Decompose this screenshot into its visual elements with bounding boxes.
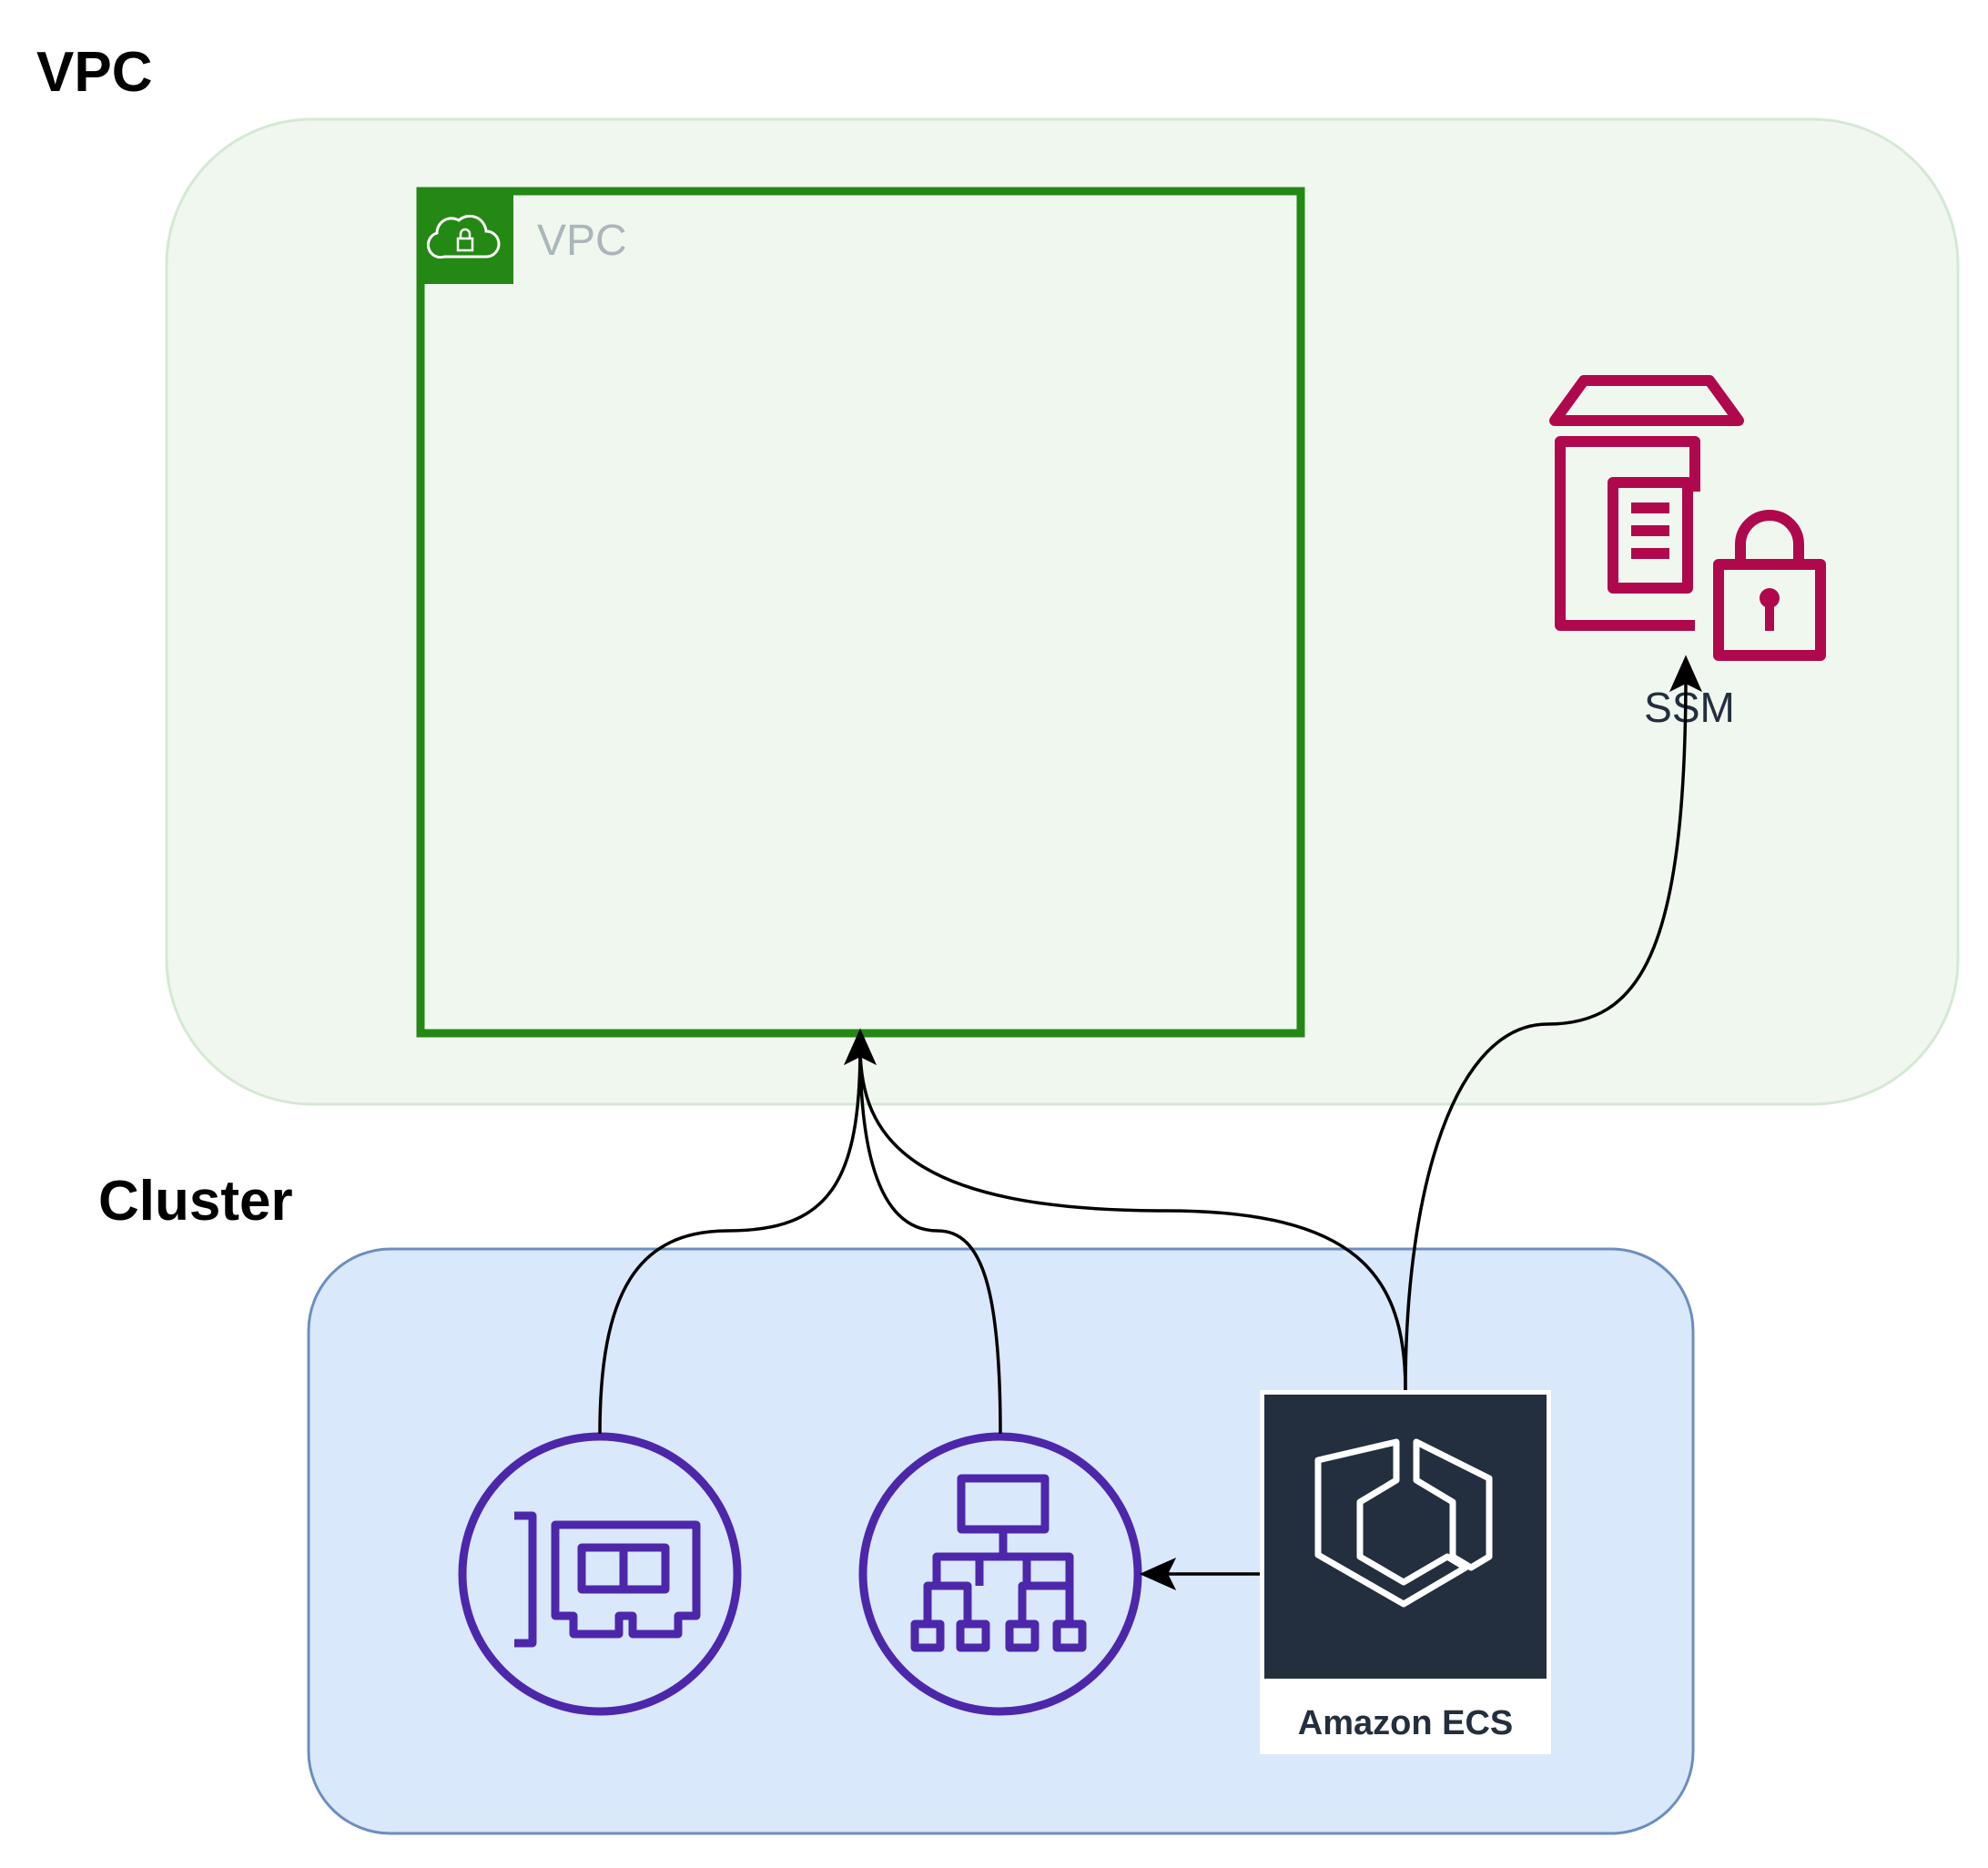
vpc-cloud-lock-icon — [417, 188, 513, 284]
vpc-container-label: VPC — [537, 217, 627, 265]
edge-ecs-to-vpc — [858, 1046, 1407, 1391]
vpc-group-heading: VPC — [36, 41, 152, 104]
edge-eni-to-vpc — [598, 1046, 862, 1435]
arrowhead-ssm — [1668, 655, 1703, 693]
ssm-lock-keyslot — [1765, 601, 1774, 631]
ecs-icon-tile — [1264, 1395, 1547, 1679]
ecs-label: Amazon ECS — [1298, 1704, 1513, 1742]
arrowhead-vpc — [843, 1028, 877, 1066]
ssm-label: SSM — [1644, 684, 1735, 731]
vpc-group-region — [165, 117, 1960, 1106]
load-balancer-icon — [858, 1432, 1142, 1716]
edge-lb-to-vpc — [858, 1046, 1002, 1435]
arrowhead-lb — [1139, 1557, 1177, 1591]
cluster-group-heading: Cluster — [98, 1170, 293, 1233]
edge-ecs-to-ssm — [1404, 673, 1688, 1391]
network-interface-icon — [458, 1432, 742, 1716]
ecs-hexagon-icon — [1314, 1438, 1493, 1608]
ssm-lock-keyhole — [1760, 588, 1780, 608]
parameter-store-lock-icon — [1549, 375, 1826, 661]
